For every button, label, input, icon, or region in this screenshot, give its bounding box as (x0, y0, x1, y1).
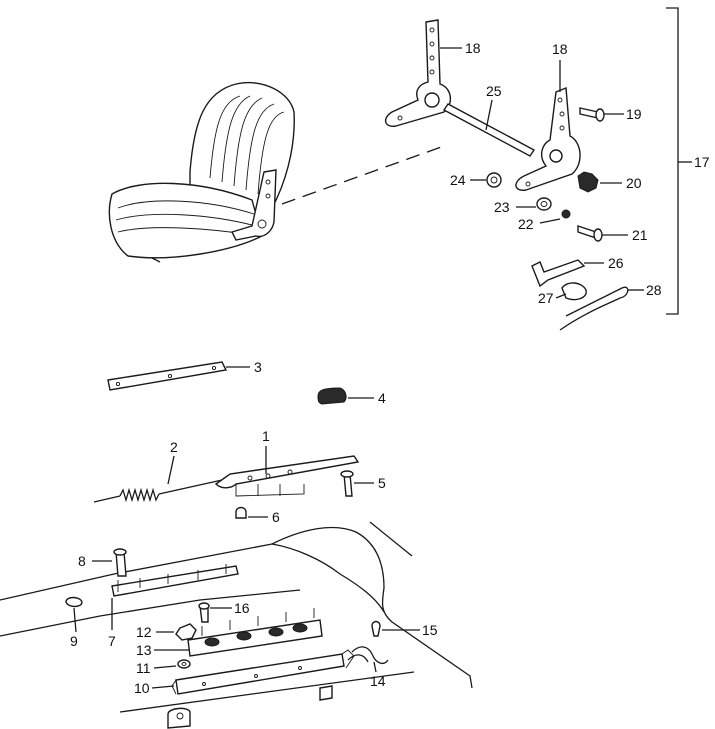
label-19: 19 (626, 106, 642, 122)
small-hardware (486, 107, 629, 331)
label-18a: 18 (465, 40, 481, 56)
label-15: 15 (422, 622, 438, 638)
hinge-assembly (385, 7, 692, 315)
label-13: 13 (136, 642, 152, 658)
dashed-leader (281, 145, 445, 205)
label-9: 9 (70, 633, 78, 649)
label-10: 10 (134, 680, 150, 696)
label-24: 24 (450, 172, 466, 188)
label-4: 4 (378, 390, 386, 406)
seat-illustration (108, 82, 295, 263)
label-28: 28 (646, 282, 662, 298)
label-23: 23 (494, 199, 510, 215)
label-1: 1 (262, 428, 270, 444)
leader-lines (73, 47, 644, 689)
lower-parts (0, 361, 473, 729)
label-3: 3 (254, 359, 262, 375)
label-2: 2 (170, 439, 178, 455)
label-18b: 18 (552, 41, 568, 57)
label-14: 14 (370, 673, 386, 689)
label-22: 22 (518, 216, 534, 232)
label-27: 27 (538, 290, 554, 306)
label-16: 16 (234, 600, 250, 616)
label-26: 26 (608, 255, 624, 271)
label-12: 12 (136, 624, 152, 640)
label-11: 11 (136, 660, 151, 676)
label-25: 25 (486, 83, 502, 99)
callout-labels: 18 18 25 19 17 24 20 23 22 21 26 27 28 3… (70, 40, 710, 696)
label-6: 6 (272, 509, 280, 525)
label-8: 8 (78, 553, 86, 569)
label-20: 20 (626, 175, 642, 191)
label-17: 17 (694, 154, 710, 170)
label-7: 7 (108, 633, 116, 649)
label-21: 21 (632, 227, 648, 243)
label-5: 5 (378, 475, 386, 491)
